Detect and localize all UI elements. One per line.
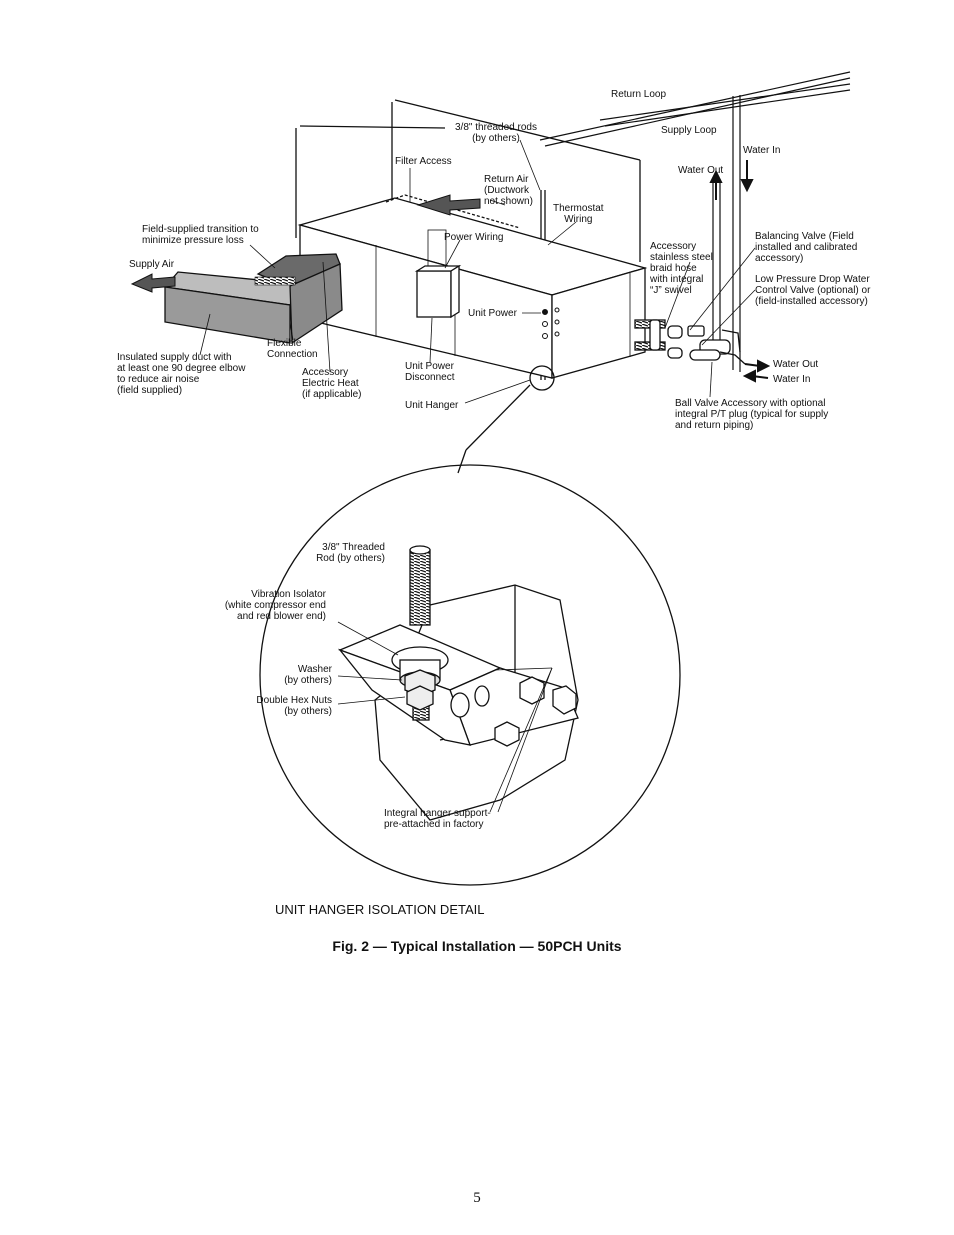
label-supply-air: Supply Air bbox=[129, 259, 175, 270]
label-field-transition: Field-supplied transition to minimize pr… bbox=[142, 224, 259, 246]
hanger-detail-drawing bbox=[338, 545, 579, 821]
label-water-out-top: Water Out bbox=[678, 165, 724, 176]
air-flow-arrows bbox=[130, 194, 481, 293]
label-power-wiring: Power Wiring bbox=[444, 232, 504, 243]
label-water-in-side: Water In bbox=[773, 374, 811, 385]
label-threaded-rods: 3/8" threaded rods (by others) bbox=[455, 122, 537, 144]
water-loop-pipes bbox=[539, 71, 851, 372]
label-return-loop: Return Loop bbox=[611, 89, 667, 100]
figure-caption: Fig. 2 — Typical Installation — 50PCH Un… bbox=[332, 938, 622, 954]
label-unit-hanger: Unit Hanger bbox=[405, 400, 459, 411]
supply-duct bbox=[163, 253, 343, 345]
label-unit-power-disconnect: Unit Power Disconnect bbox=[405, 361, 455, 383]
label-balancing-valve: Balancing Valve (Field installed and cal… bbox=[755, 231, 858, 264]
unit-power-connections bbox=[542, 307, 560, 339]
label-integral-hanger: Integral hanger support- pre-attached in… bbox=[384, 808, 491, 830]
label-low-pressure-valve: Low Pressure Drop Water Control Valve (o… bbox=[755, 274, 871, 307]
leader-lines bbox=[199, 139, 756, 404]
label-flexible-connection: Flexible Connection bbox=[267, 338, 318, 360]
page-number: 5 bbox=[473, 1190, 481, 1206]
power-disconnect-box bbox=[414, 264, 462, 319]
label-water-in-top: Water In bbox=[743, 145, 781, 156]
label-insulated-duct: Insulated supply duct with at least one … bbox=[117, 352, 246, 396]
label-threaded-rod-detail: 3/8" Threaded Rod (by others) bbox=[316, 542, 385, 564]
label-accessory-hose: Accessory stainless steel braid hose wit… bbox=[650, 241, 713, 296]
label-water-out-side: Water Out bbox=[773, 359, 819, 370]
detail-leader-lines bbox=[337, 621, 553, 813]
hanger-detail-callout bbox=[259, 365, 681, 886]
unit-piping bbox=[634, 319, 746, 365]
flow-arrows bbox=[709, 160, 771, 383]
label-filter-access: Filter Access bbox=[395, 156, 452, 167]
label-hex-nuts: Double Hex Nuts (by others) bbox=[256, 695, 332, 717]
label-supply-loop: Supply Loop bbox=[661, 125, 717, 136]
label-unit-power: Unit Power bbox=[468, 308, 517, 319]
label-washer: Washer (by others) bbox=[284, 664, 332, 686]
label-ball-valve: Ball Valve Accessory with optional integ… bbox=[675, 398, 829, 431]
label-electric-heat: Accessory Electric Heat (if applicable) bbox=[302, 367, 362, 400]
label-thermostat-wiring: Thermostat Wiring bbox=[553, 203, 604, 225]
detail-title: UNIT HANGER ISOLATION DETAIL bbox=[275, 902, 485, 917]
label-vibration-isolator: Vibration Isolator (white compressor end… bbox=[224, 589, 326, 622]
label-return-air: Return Air (Ductwork not shown) bbox=[484, 174, 533, 207]
